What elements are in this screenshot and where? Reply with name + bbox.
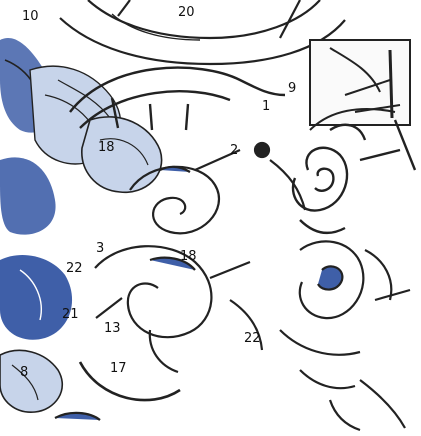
label-1: 1 [262,99,270,114]
label-3: 3 [96,241,104,256]
right-lower-figure [279,240,411,432]
top-arch [59,0,346,66]
label-17: 17 [110,361,127,376]
label-21: 21 [62,307,79,322]
label-2: 2 [230,143,238,158]
lower-left-cluster [0,255,73,413]
center-lower-loop [54,245,264,421]
right-frame [309,39,411,131]
right-spiral [291,119,417,235]
label-13: 13 [104,321,121,336]
label-18a: 18 [98,140,115,155]
left-foliage [0,38,163,235]
label-8: 8 [20,365,28,380]
label-18b: 18 [180,249,197,264]
label-20: 20 [178,5,195,20]
label-9: 9 [288,81,296,96]
label-10: 10 [22,9,39,24]
label-22b: 22 [244,331,261,346]
middle-band [69,66,286,131]
label-22a: 22 [66,261,83,276]
